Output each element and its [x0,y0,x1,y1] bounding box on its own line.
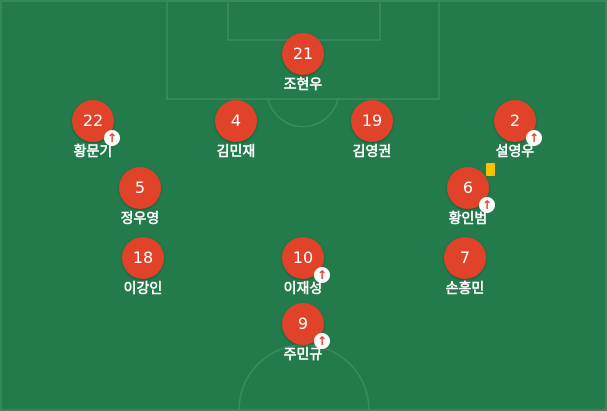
player-slot[interactable]: 5 정우영 [80,167,200,228]
player-slot[interactable]: 7 손흥민 [405,237,525,298]
player-name: 이강인 [123,281,163,297]
up-arrow-icon: ↑ [314,267,330,283]
penalty-arc [267,98,339,128]
player-slot[interactable]: 10 ↑ 이재성 [243,237,363,298]
player-slot[interactable]: 6 ↑ 황인범 [408,163,528,228]
player-slot[interactable]: 9 ↑ 주민규 [243,303,363,364]
player-slot[interactable]: 18 이강인 [83,237,203,298]
player-number-badge: 9 ↑ [282,303,330,349]
center-circle [238,344,370,411]
player-slot[interactable]: 4 김민재 [176,100,296,161]
player-name: 설영우 [495,144,535,160]
up-arrow-icon: ↑ [314,333,330,349]
player-number-badge: 2 ↑ [494,100,542,146]
player-name: 김영권 [352,144,392,160]
up-arrow-icon: ↑ [104,130,120,146]
player-number-badge: 5 [119,167,161,209]
player-name: 이재성 [283,281,323,297]
player-slot[interactable]: 2 ↑ 설영우 [455,100,575,161]
player-name: 김민재 [216,144,256,160]
player-number-badge: 18 [122,237,164,279]
yellow-card-icon [486,163,495,176]
player-name: 주민규 [283,347,323,363]
player-slot[interactable]: 21 조현우 [243,33,363,94]
player-name: 손흥민 [445,281,485,297]
player-number-badge: 21 [282,33,324,75]
player-number-badge: 10 ↑ [282,237,330,283]
player-name: 황인범 [448,211,488,227]
player-number-badge: 4 [215,100,257,142]
up-arrow-icon: ↑ [479,197,495,213]
player-number-badge: 19 [351,100,393,142]
player-slot[interactable]: 19 김영권 [312,100,432,161]
player-name: 조현우 [283,77,323,93]
up-arrow-icon: ↑ [526,130,542,146]
player-name: 황문기 [73,144,113,160]
player-name: 정우영 [120,211,160,227]
player-slot[interactable]: 22 ↑ 황문기 [33,100,153,161]
player-number-badge: 6 ↑ [447,163,495,213]
player-number-badge: 7 [444,237,486,279]
player-number-badge: 22 ↑ [72,100,120,146]
